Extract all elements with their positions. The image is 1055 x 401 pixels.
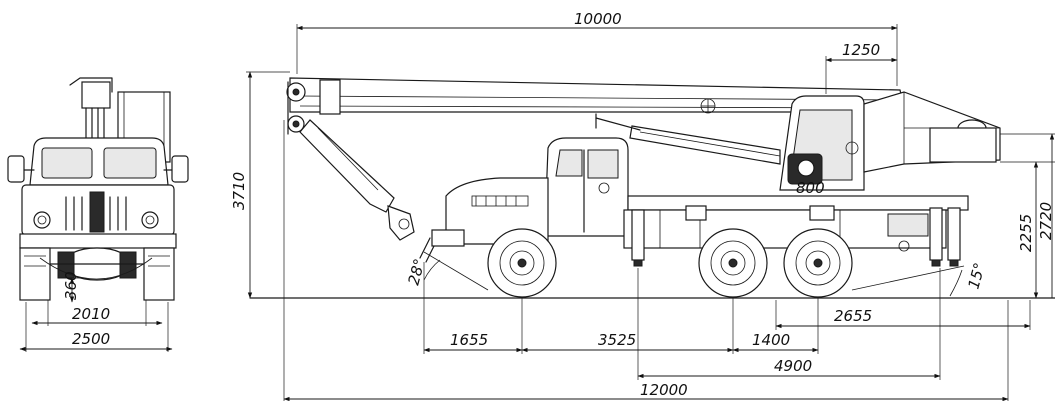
overall-height-label: 2720 [1037, 202, 1055, 240]
bogie-spacing-label: 1400 [752, 331, 790, 349]
overall-length-label: 12000 [640, 381, 688, 399]
departure-angle-line [851, 265, 965, 291]
approach-angle-line [423, 251, 489, 291]
front-grille [21, 184, 175, 236]
wheelbase-label: 3525 [598, 331, 636, 349]
front-outrigger [631, 209, 645, 267]
rear-outrigger-a [929, 207, 943, 267]
front-axle [19, 233, 177, 301]
rear-wheel [783, 228, 853, 298]
outrigger-base-label: 800 [796, 179, 825, 197]
luffing-cylinder [595, 113, 781, 165]
truck-cab [545, 137, 629, 237]
front-view: 360 2010 2500 [7, 77, 189, 352]
truck-chassis [623, 195, 969, 252]
front-cab [7, 137, 189, 186]
front-overhang-label: 1655 [450, 331, 488, 349]
rear-outrigger-b [947, 207, 961, 267]
rear-section-label: 2655 [834, 307, 872, 325]
front-wheel [487, 228, 557, 298]
axle-height-label: 2255 [1017, 214, 1035, 252]
truck-hood [419, 177, 549, 263]
hook-block [299, 119, 415, 241]
operator-cab [779, 95, 865, 191]
front-angle-label: 28° [404, 257, 428, 287]
outrigger-span-label: 4900 [774, 357, 812, 375]
overall-width-label: 2500 [72, 330, 110, 348]
transport-height-label: 3710 [230, 172, 248, 210]
middle-wheel [698, 228, 768, 298]
boom-length-label: 10000 [574, 10, 622, 28]
track-width-label: 2010 [72, 305, 110, 323]
ground-clearance-label: 360 [62, 271, 80, 300]
boom-head-label: 1250 [842, 41, 880, 59]
rear-angle-label: 15° [964, 261, 988, 291]
turntable-counterweight [863, 91, 1001, 173]
